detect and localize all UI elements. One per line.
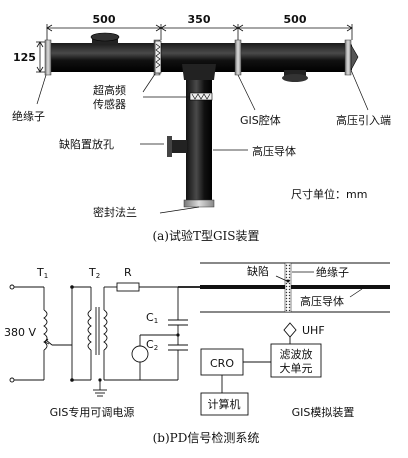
top-port-cap <box>90 32 120 42</box>
hv-conductor-bar <box>200 285 390 289</box>
label-sensor-1: 超高频 <box>93 83 126 97</box>
label-C2: C2 <box>146 338 158 352</box>
defect-port-flange <box>167 136 172 157</box>
label-hv-terminal: 高压引入端 <box>336 113 391 127</box>
label-amp-1: 滤波放 <box>280 347 313 361</box>
amp-unit-box <box>270 343 322 378</box>
caption-a: (a)试验T型GIS装置 <box>152 228 259 243</box>
signal-connections <box>221 361 271 393</box>
seal-flange-shape <box>183 199 215 208</box>
label-amp-2: 大单元 <box>280 361 313 375</box>
label-hv-conductor-a: 高压导体 <box>252 144 296 158</box>
label-insulator-b: 绝缘子 <box>316 265 349 279</box>
defect-point <box>286 279 290 283</box>
figure-a-dimension-lines <box>36 24 353 73</box>
uhf-sensor-vertical-zigzag <box>191 93 211 100</box>
figure-a-leaders <box>36 69 369 214</box>
power-circuit <box>9 282 188 397</box>
label-defect-hole: 缺陷置放孔 <box>59 137 114 151</box>
label-power: GIS专用可调电源 <box>50 405 135 419</box>
uhf-antenna-icon <box>283 322 297 338</box>
label-380v: 380 V <box>4 326 36 339</box>
hv-terminal-spike <box>350 43 359 71</box>
label-T1: T1 <box>36 266 48 280</box>
main-horizontal-pipe <box>47 43 352 72</box>
power-circuit-nodes <box>70 285 180 382</box>
dim-500-left: 500 <box>93 13 116 26</box>
vertical-branch-pipe <box>186 72 212 204</box>
label-insulator-a: 绝缘子 <box>12 109 45 123</box>
uhf-sensor-top <box>154 40 162 74</box>
label-computer: 计算机 <box>208 397 241 411</box>
gis-sim-lines <box>200 262 390 313</box>
label-gis-sim: GIS模拟装置 <box>292 405 355 419</box>
label-cro: CRO <box>210 357 234 370</box>
cro-box <box>200 348 244 376</box>
caption-b: (b)PD信号检测系统 <box>153 430 260 445</box>
label-seal-flange: 密封法兰 <box>93 205 137 219</box>
label-uhf: UHF <box>302 324 325 337</box>
label-C1: C1 <box>146 311 158 325</box>
uhf-sensor-zigzag <box>155 43 161 69</box>
dim-350: 350 <box>188 13 211 26</box>
tee-junction <box>182 64 216 80</box>
dim-500-right: 500 <box>284 13 307 26</box>
flange-right-end <box>344 39 352 76</box>
bottom-port-cap <box>282 74 308 82</box>
label-defect: 缺陷 <box>247 264 269 278</box>
insulator-b <box>284 262 292 313</box>
flange-left-end <box>44 39 52 76</box>
computer-box <box>200 392 249 416</box>
label-sensor-2: 传感器 <box>93 98 126 111</box>
label-hv-conductor-b: 高压导体 <box>300 294 344 308</box>
label-unit-note: 尺寸单位：mm <box>291 187 367 201</box>
flange-right-mid <box>234 39 242 76</box>
label-T2: T2 <box>88 266 100 280</box>
gis-sim-leaders <box>275 271 363 298</box>
label-gis-chamber: GIS腔体 <box>240 113 281 127</box>
uhf-sensor-vertical <box>189 92 213 101</box>
defect-port <box>170 140 187 153</box>
dim-125: 125 <box>13 51 36 64</box>
label-R: R <box>124 266 132 279</box>
